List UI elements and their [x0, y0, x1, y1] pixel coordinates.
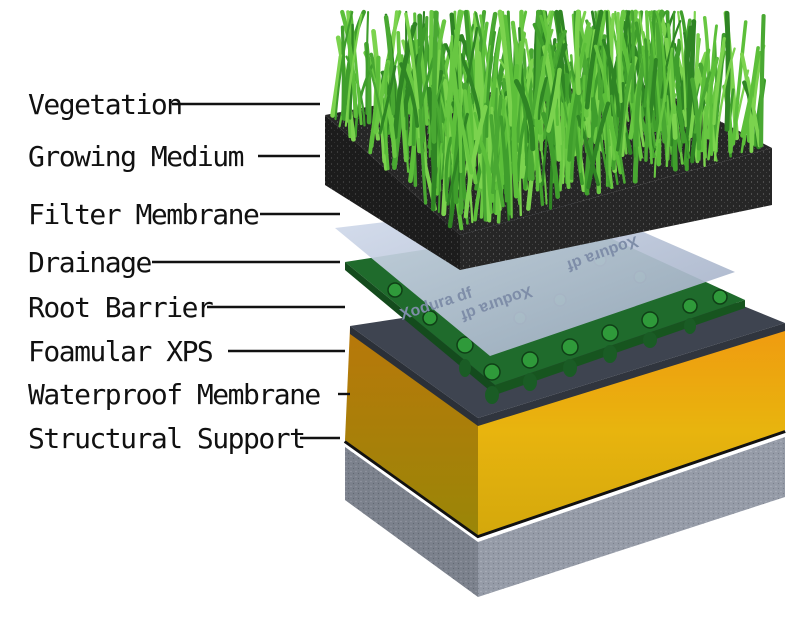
grass-blade: [695, 70, 716, 152]
grass-blade: [759, 13, 766, 148]
grass-blade: [665, 93, 677, 168]
grass-blade: [533, 10, 554, 120]
grass-blade: [404, 12, 422, 139]
grass-blade: [534, 109, 540, 192]
grass-blade: [399, 62, 420, 128]
grass-blade: [371, 28, 388, 164]
grass-blade: [655, 47, 674, 147]
grass-blade: [617, 63, 635, 156]
grass-blade: [485, 30, 497, 138]
grass-blade: [334, 10, 354, 121]
grass-blade: [741, 46, 760, 146]
label-root-barrier: Root Barrier: [28, 290, 214, 324]
vegetation-grass: [330, 9, 767, 231]
grass-blade: [489, 87, 498, 174]
grass-blade: [675, 65, 686, 144]
grass-blade: [693, 71, 712, 134]
label-growing-medium: Growing Medium: [28, 139, 245, 173]
grass-blade: [586, 101, 611, 190]
grass-blade: [392, 21, 418, 140]
grass-blade: [541, 111, 561, 199]
grass-blade: [458, 53, 483, 124]
grass-blade: [349, 10, 363, 126]
grass-blade: [418, 108, 428, 205]
grass-blade: [664, 37, 678, 140]
grass-blade: [489, 114, 505, 208]
label-vegetation: Vegetation: [28, 87, 183, 121]
grass-blade: [539, 14, 559, 126]
grass-blade: [641, 45, 653, 165]
grass-blade: [497, 9, 514, 127]
grass-blade: [603, 45, 611, 147]
grass-blade: [431, 10, 439, 144]
grass-blade: [490, 94, 503, 195]
grass-blade: [446, 34, 454, 137]
grass-blade: [647, 58, 658, 124]
grass-blade: [643, 38, 649, 108]
grass-blade: [630, 10, 635, 104]
grass-blade: [427, 86, 437, 212]
grass-blade: [340, 9, 358, 119]
grass-blade: [688, 33, 700, 139]
grass-blade: [712, 37, 726, 126]
grass-blade: [574, 9, 581, 96]
foamular-xps-layer: [345, 325, 785, 535]
grass-blade: [731, 20, 748, 146]
grass-blade: [513, 79, 536, 152]
grass-blade: [615, 82, 625, 152]
grass-blade: [601, 38, 621, 118]
grass-blade: [446, 112, 469, 206]
grass-blade: [616, 11, 623, 103]
grass-blade: [690, 77, 702, 151]
separator-line: [343, 429, 786, 539]
structural-support-layer: [345, 437, 785, 597]
grass-blade: [584, 9, 604, 110]
grass-blade: [378, 65, 397, 135]
grass-blade: [340, 25, 346, 117]
grass-blade: [383, 15, 396, 116]
label-drainage: Drainage: [28, 245, 152, 279]
grass-blade: [499, 115, 509, 203]
grass-blade: [579, 74, 586, 174]
grass-blade: [543, 29, 567, 102]
grass-blade: [713, 47, 736, 162]
grass-blade: [655, 10, 667, 102]
label-structural-support: Structural Support: [28, 421, 306, 455]
grass-blade: [709, 24, 718, 157]
grass-blade: [463, 104, 488, 219]
grass-blade: [472, 12, 480, 141]
grass-blade: [365, 10, 370, 115]
grass-blade: [330, 54, 344, 118]
grass-blade: [660, 20, 682, 99]
grass-blade: [518, 27, 530, 144]
grass-blade: [444, 136, 453, 203]
grass-blade: [490, 30, 503, 112]
grass-blade: [679, 25, 693, 111]
grass-blade: [546, 67, 562, 133]
label-foamular-xps: Foamular XPS: [28, 334, 214, 368]
grass-blade: [564, 42, 587, 149]
grass-blade: [462, 89, 478, 185]
grass-blade: [576, 114, 600, 187]
grass-blade: [478, 140, 495, 203]
grass-blade: [745, 76, 762, 148]
label-filter-membrane: Filter Membrane: [28, 197, 260, 231]
grass-blade: [569, 60, 589, 181]
grass-blade: [503, 14, 517, 122]
label-waterproof-membrane: Waterproof Membrane: [28, 377, 321, 411]
grass-blade: [610, 94, 626, 184]
grass-blade: [344, 13, 363, 127]
leader-lines: [152, 102, 350, 440]
grass-blade: [450, 75, 474, 175]
